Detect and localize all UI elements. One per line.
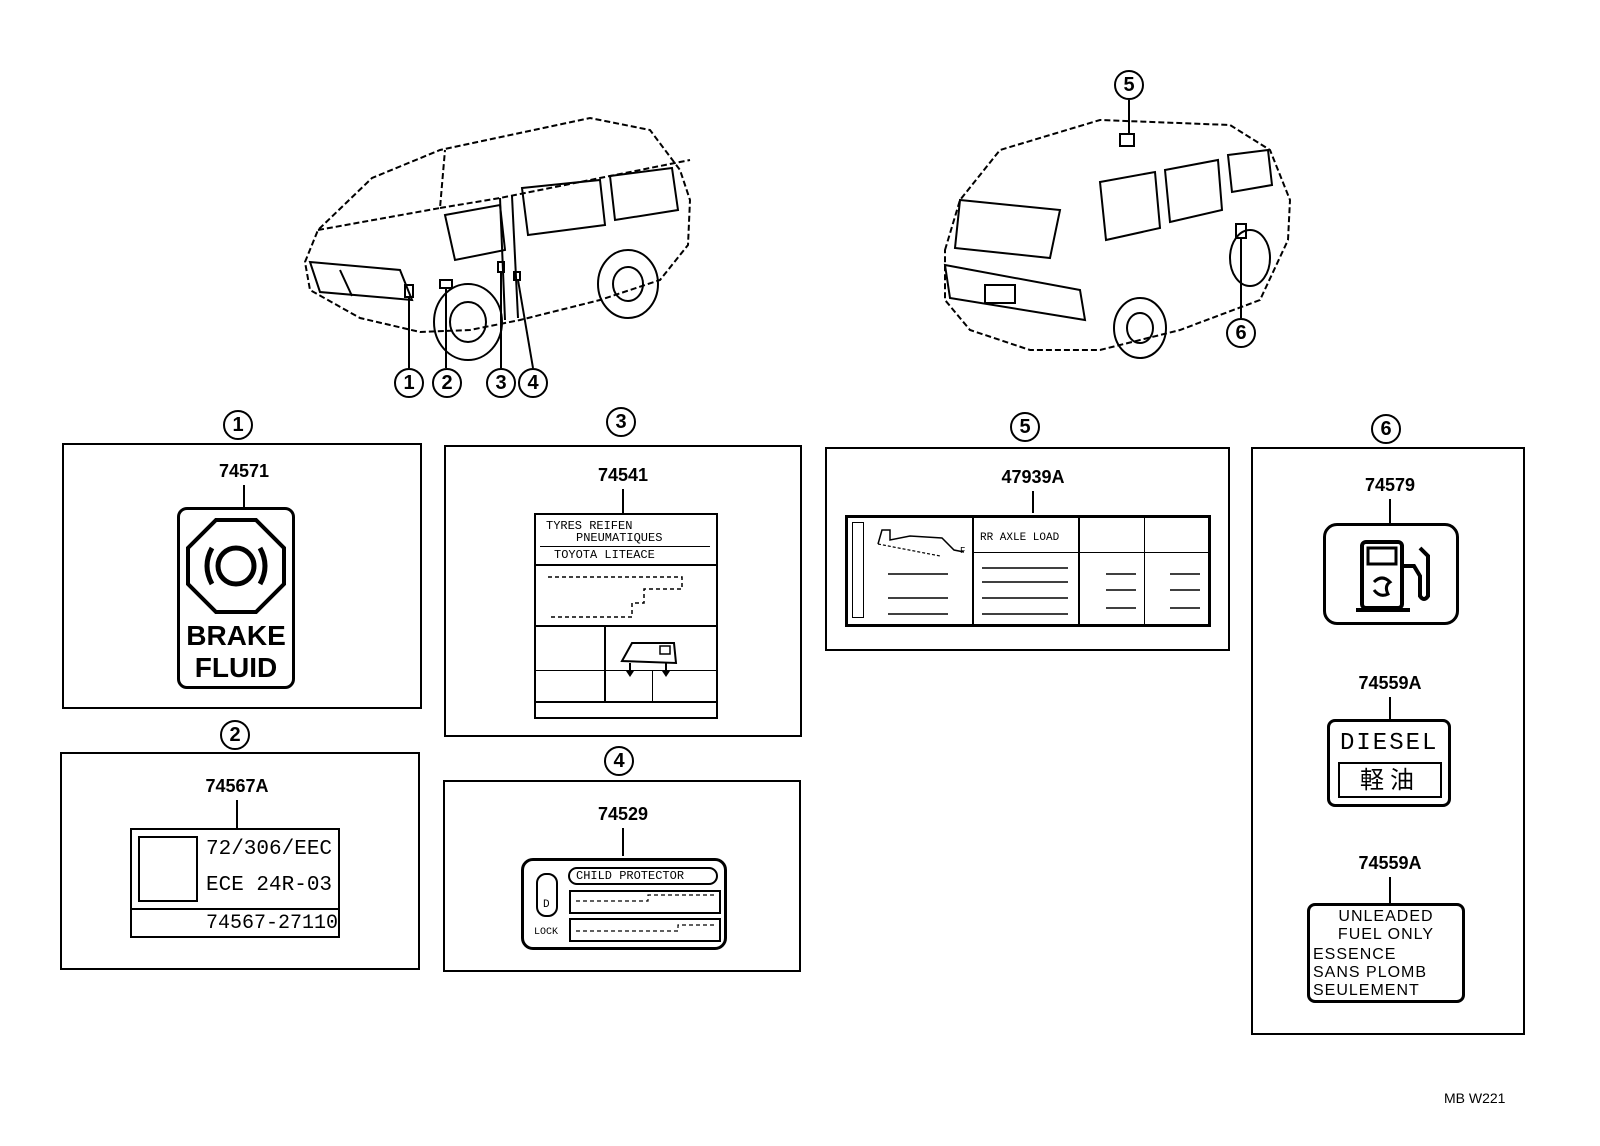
panel-6-callout: 6 (1371, 414, 1401, 444)
diesel-jp-text: 軽油 (1360, 766, 1420, 794)
panel-5-callout: 5 (1010, 412, 1040, 442)
panel-2-callout: 2 (220, 720, 250, 750)
fluid-text: FLUID (194, 652, 278, 683)
eec-line3: 74567-27110 (206, 912, 339, 935)
panel-2-eec-label: 74567A 72/306/EEC ECE 24R-03 74567-27110 (60, 752, 420, 970)
panel-4-callout: 4 (604, 746, 634, 776)
blank-box (138, 836, 198, 902)
axle-vdiv-3 (1144, 518, 1145, 624)
lock-text: LOCK (534, 927, 559, 938)
unleaded-label: UNLEADED FUEL ONLY ESSENCE SANS PLOMB SE… (1307, 903, 1465, 1003)
unleaded-line5: SEULEMENT (1313, 982, 1420, 999)
fuel-pump-label (1323, 523, 1459, 625)
unleaded-line2: FUEL ONLY (1337, 926, 1435, 943)
tyre-divider-3 (536, 625, 716, 627)
tyre-divider-4 (536, 670, 716, 671)
tyre-divider-2 (536, 564, 716, 566)
part-number-74559A-diesel: 74559A (1358, 673, 1422, 693)
panel-6-fuel-labels: 74579 74559A DIESEL 軽油 74559A UNLEADED F… (1251, 447, 1525, 1035)
leader-line (1032, 491, 1034, 513)
callout-3-van: 3 (486, 368, 516, 398)
eec-divider (132, 908, 338, 910)
tyre-divider-1 (540, 546, 710, 547)
panel-3-tyre-label: 74541 TYRES REIFEN PNEUMATIQUES TOYOTA L… (444, 445, 802, 737)
eec-line2: ECE 24R-03 (206, 874, 333, 897)
lock-d: D (543, 899, 550, 911)
part-number-74579: 74579 (1364, 475, 1416, 495)
callout-5-van: 5 (1114, 70, 1144, 100)
tyre-line1: TYRES REIFEN (546, 519, 633, 533)
brake-warning-icon (186, 518, 286, 614)
part-number-74529: 74529 (597, 804, 649, 824)
child-protector-label: D LOCK CHILD PROTECTOR (521, 858, 727, 950)
tyre-chart-outline (548, 576, 683, 618)
part-number-74541: 74541 (597, 465, 649, 485)
tyre-line2: PNEUMATIQUES (576, 531, 663, 545)
tyre-line3: TOYOTA LITEACE (554, 548, 655, 562)
leader-line (622, 828, 624, 856)
panel-1-callout: 1 (223, 410, 253, 440)
brake-fluid-label: BRAKE FLUID (177, 507, 295, 689)
part-number-74567A: 74567A (205, 776, 269, 796)
part-number-47939A: 47939A (1001, 467, 1065, 487)
callout-4-van: 4 (518, 368, 548, 398)
tyre-vdivider (604, 625, 606, 701)
van-profile-icon (877, 529, 965, 557)
fuel-pump-icon (1356, 540, 1430, 612)
leader-line (622, 489, 624, 513)
leader-line (1389, 499, 1391, 523)
callout-6-van: 6 (1226, 318, 1256, 348)
child-protector-lines (569, 890, 721, 942)
axle-vdiv-1 (972, 518, 974, 624)
part-number-74559A-unleaded: 74559A (1358, 853, 1422, 873)
part-number-74571: 74571 (218, 461, 270, 481)
callout-1-van: 1 (394, 368, 424, 398)
tyre-divider-5 (536, 701, 716, 703)
brake-text: BRAKE (186, 620, 286, 651)
leader-line (243, 485, 245, 507)
van-load-icon (620, 642, 678, 677)
leader-line (1389, 877, 1391, 903)
diesel-text: DIESEL (1340, 730, 1439, 757)
tyre-label: TYRES REIFEN PNEUMATIQUES TOYOTA LITEACE (534, 513, 718, 719)
unleaded-line3: ESSENCE (1313, 946, 1397, 963)
child-protector-header-box: CHILD PROTECTOR (568, 867, 718, 885)
tyre-vdivider-2 (652, 670, 653, 701)
leader-line (236, 800, 238, 828)
front-van-illustration (303, 100, 1292, 369)
axle-vdiv-2 (1078, 518, 1080, 624)
panel-4-child-protector: 74529 D LOCK CHILD PROTECTOR (443, 780, 801, 972)
leader-line (1389, 697, 1391, 719)
axle-header: RR AXLE LOAD (980, 532, 1060, 544)
eec-label: 72/306/EEC ECE 24R-03 74567-27110 (130, 828, 340, 938)
diesel-label: DIESEL 軽油 (1327, 719, 1451, 807)
lock-switch-box (536, 873, 558, 917)
child-protector-header: CHILD PROTECTOR (576, 869, 685, 883)
axle-load-label: RR AXLE LOAD F (845, 515, 1211, 627)
panel-1-brake-fluid: 74571 BRAKE FLUID (62, 443, 422, 709)
panel-3-callout: 3 (606, 407, 636, 437)
axle-hdiv (972, 552, 1208, 553)
unleaded-line4: SANS PLOMB (1313, 964, 1428, 981)
axle-left-bar (852, 522, 864, 618)
panel-5-axle-load: 47939A RR AXLE LOAD F (825, 447, 1230, 651)
diesel-jp-box: 軽油 (1338, 762, 1442, 798)
eec-line1: 72/306/EEC (206, 838, 333, 861)
axle-dashed-lines (888, 567, 1200, 615)
callout-2-van: 2 (432, 368, 462, 398)
drawing-code: MB W221 (1444, 1090, 1506, 1106)
unleaded-line1: UNLEADED (1338, 908, 1434, 925)
